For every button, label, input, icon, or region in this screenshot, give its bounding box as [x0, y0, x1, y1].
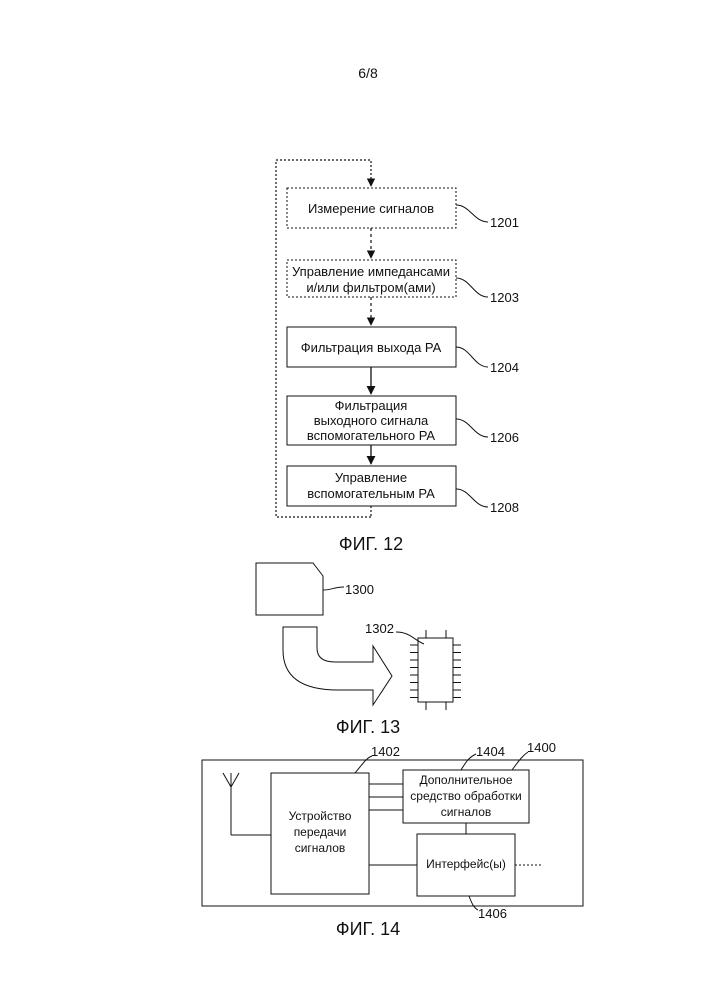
ref-1404: 1404 — [476, 744, 505, 759]
ref-1400: 1400 — [527, 740, 556, 755]
chip-body — [418, 638, 453, 702]
box-1208-line2: вспомогательным PA — [307, 486, 435, 501]
box-1204-line1: Фильтрация выхода PA — [301, 340, 442, 355]
ref-1302: 1302 — [365, 621, 394, 636]
leader-1404 — [461, 754, 476, 770]
box-1201-line1: Измерение сигналов — [308, 201, 434, 216]
processing-line3: сигналов — [441, 805, 492, 819]
leader-1204 — [456, 347, 488, 367]
box-1203-line1: Управление импедансами — [292, 264, 450, 279]
box-1206-line1: Фильтрация — [335, 398, 408, 413]
transmitter-line1: Устройство — [289, 809, 352, 823]
processing-line2: средство обработки — [410, 789, 521, 803]
transmitter-line2: передачи — [294, 825, 347, 839]
leader-1208 — [456, 489, 488, 507]
leader-1206 — [456, 419, 488, 437]
fig14-block-diagram: Устройство передачи сигналов 1402 Дополн… — [202, 740, 583, 939]
leader-1400 — [512, 752, 528, 770]
processing-line1: Дополнительное — [419, 773, 512, 787]
box-1208-line1: Управление — [335, 470, 407, 485]
box-1206-line2: выходного сигнала — [314, 413, 429, 428]
ref-1204: 1204 — [490, 360, 519, 375]
transmitter-line3: сигналов — [295, 841, 346, 855]
fig12-flowchart: Измерение сигналов 1201 Управление импед… — [276, 160, 519, 554]
leader-1406 — [469, 896, 478, 910]
ref-1201: 1201 — [490, 215, 519, 230]
interface-label: Интерфейс(ы) — [426, 857, 506, 871]
fig13-drawing: 1300 1302 ФИГ. 13 — [256, 563, 461, 737]
ref-1203: 1203 — [490, 290, 519, 305]
transfer-arrow-shape — [283, 627, 392, 705]
leader-1300 — [323, 587, 344, 590]
ref-1208: 1208 — [490, 500, 519, 515]
fig14-caption: ФИГ. 14 — [336, 919, 400, 939]
page-number: 6/8 — [358, 65, 378, 81]
ref-1406: 1406 — [478, 906, 507, 921]
system-outline — [202, 760, 583, 906]
box-1203-line2: и/или фильтром(ами) — [306, 280, 435, 295]
leader-1201 — [456, 205, 488, 222]
fig12-caption: ФИГ. 12 — [339, 534, 403, 554]
fig13-caption: ФИГ. 13 — [336, 717, 400, 737]
ref-1206: 1206 — [490, 430, 519, 445]
ref-1300: 1300 — [345, 582, 374, 597]
antenna-icon — [223, 773, 271, 835]
storage-medium-shape — [256, 563, 323, 615]
leader-1402 — [355, 756, 372, 773]
leader-1203 — [456, 278, 488, 297]
ref-1402: 1402 — [371, 744, 400, 759]
box-1206-line3: вспомогательного PA — [307, 428, 435, 443]
